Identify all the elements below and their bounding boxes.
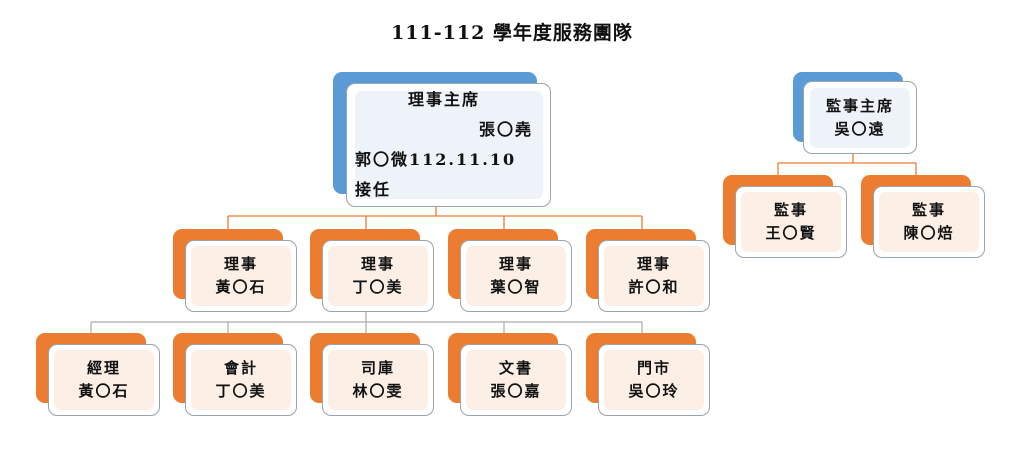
director-role: 理事 xyxy=(636,255,671,273)
supervisor-role: 監事 xyxy=(911,201,946,219)
chart-title: 111-112 學年度服務團隊 xyxy=(391,22,633,44)
supervisor-chairman-role: 監事主席 xyxy=(825,97,894,115)
director-role: 理事 xyxy=(498,255,533,273)
staff-name: 張〇嘉 xyxy=(490,382,542,400)
director-name: 許〇和 xyxy=(628,278,680,296)
chairman-role: 理事主席 xyxy=(407,90,480,109)
staff-name: 吳〇玲 xyxy=(628,382,680,400)
director-role: 理事 xyxy=(223,255,258,273)
staff-role: 文書 xyxy=(498,359,533,377)
staff-role: 經理 xyxy=(86,359,121,377)
staff-name: 丁〇美 xyxy=(215,382,267,400)
staff-role: 司庫 xyxy=(360,359,395,377)
chairman-note: 郭〇微112.11.10接任 xyxy=(355,150,517,199)
supervisor-chairman-name: 吳〇遠 xyxy=(834,120,886,138)
director-name: 黃〇石 xyxy=(215,278,267,296)
supervisor-role: 監事 xyxy=(773,201,808,219)
chairman-name: 張〇堯 xyxy=(478,120,533,139)
staff-name: 黃〇石 xyxy=(78,382,130,400)
staff-role: 會計 xyxy=(223,359,258,377)
staff-name: 林〇雯 xyxy=(352,382,404,400)
director-name: 葉〇智 xyxy=(490,278,542,296)
supervisor-name: 陳〇焙 xyxy=(903,224,955,242)
supervisor-name: 王〇賢 xyxy=(765,224,817,242)
director-name: 丁〇美 xyxy=(352,278,404,296)
director-role: 理事 xyxy=(360,255,395,273)
staff-role: 門市 xyxy=(636,359,671,377)
